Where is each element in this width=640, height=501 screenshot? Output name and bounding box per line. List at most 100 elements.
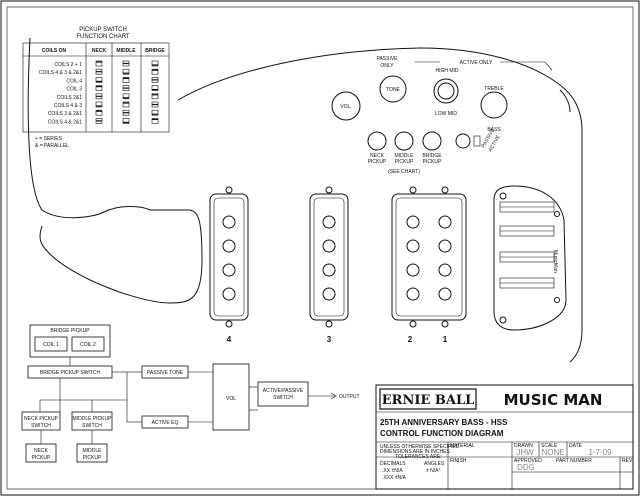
neck-pickup-switch[interactable] — [367, 131, 387, 151]
brand-logo-music-man: MUSIC MAN — [504, 391, 603, 409]
bridge-switch-label-2: PICKUP — [423, 159, 442, 165]
coil2-box — [71, 336, 105, 352]
finish-label: FINISH — [450, 458, 467, 464]
notes-line-1: UNLESS OTHERWISE SPECIFIED — [380, 444, 460, 450]
passive-active-switch[interactable] — [455, 133, 471, 149]
scale-value: NONE — [541, 448, 564, 457]
approved-label: APPROVED — [514, 458, 542, 464]
drawn-value: JHW — [516, 448, 534, 457]
bridge-switch-label-1: BRIDGE — [422, 153, 442, 159]
drawing-title-2: CONTROL FUNCTION DIAGRAM — [380, 429, 504, 438]
chart-switch-position-icon — [122, 93, 130, 100]
treble-bass-knob[interactable] — [480, 91, 508, 119]
pickup-4 — [209, 186, 249, 328]
chart-title-1: PICKUP SWITCH — [79, 27, 127, 33]
pickup-3 — [309, 186, 349, 328]
chart-title-2: FUNCTION CHART — [76, 34, 130, 40]
bridge-pickup-switch[interactable] — [422, 131, 442, 151]
bass-label: BASS — [487, 127, 501, 133]
angles-label: ANGLES — [424, 461, 445, 467]
chart-switch-position-icon — [151, 118, 159, 124]
middle-pickup-box-label-1: MIDDLE — [83, 448, 103, 454]
chart-row-label: COILS 4 & 2&1 — [48, 119, 82, 125]
brand-logo-ernie-ball: ERNIE BALL — [382, 393, 474, 408]
pickup-label-1: 1 — [443, 335, 448, 344]
tolerance-xx: .XX ±N/A — [382, 468, 403, 474]
middle-pickup-box — [76, 443, 108, 463]
middle-pickup-switch[interactable] — [394, 131, 414, 151]
active-eq-label: ACTIVE EQ — [152, 420, 179, 426]
brand-logo-box — [379, 388, 477, 410]
neck-switch-label-2: PICKUP — [368, 159, 387, 165]
chart-switch-position-icon — [95, 109, 103, 116]
chart-switch-position-icon — [122, 77, 130, 83]
chart-table — [22, 42, 170, 133]
chart-switch-position-icon — [151, 109, 159, 116]
date-label: DATE — [569, 443, 583, 449]
chart-switch-position-icon — [95, 85, 103, 91]
scale-label: SCALE — [541, 443, 558, 449]
notes-line-2: DIMENSIONS ARE IN INCHES — [380, 449, 450, 455]
chart-row-label: COILS 2 + 1 — [54, 62, 82, 68]
chart-header-neck: NECK — [92, 48, 107, 54]
active-only-label: ACTIVE ONLY — [460, 60, 493, 66]
active-passive-switch-box — [257, 381, 309, 407]
chart-row-label: COIL 4 — [66, 78, 82, 84]
material-label: MATERIAL — [450, 443, 475, 449]
drawing-title-1: 25TH ANNIVERSARY BASS - HSS — [380, 418, 508, 427]
chart-header-bridge: BRIDGE — [145, 48, 165, 54]
neck-pickup-box — [25, 443, 57, 463]
chart-row-label: COILS 2&1 — [57, 95, 83, 101]
controls: PASSIVE ONLY ACTIVE ONLY VOL. TONE HIGH … — [331, 56, 553, 175]
chart-header-coils: COILS ON — [42, 48, 67, 54]
coil1-label: COIL 1 — [43, 342, 59, 348]
chart-switch-position-icon — [151, 93, 159, 100]
tolerance-xxx: .XXX ±N/A — [382, 475, 407, 481]
coil1-box — [34, 336, 68, 352]
chart-row-label: COILS 3 & 2&1 — [48, 111, 82, 117]
tone-knob[interactable] — [379, 75, 407, 103]
block-diagram: BRIDGE PICKUP COIL 1 COIL 2 BRIDGE PICKU… — [21, 324, 360, 463]
bridge-switch-label: BRIDGE PICKUP SWITCH — [40, 370, 101, 376]
bass-bridge: MusicMan — [493, 185, 567, 331]
rev-label: REV — [622, 458, 633, 464]
title-block: ERNIE BALL MUSIC MAN 25TH ANNIVERSARY BA… — [375, 384, 634, 490]
chart-switch-position-icon — [122, 118, 130, 124]
chart-row-label: COILS 4 & 3 — [54, 103, 82, 109]
passive-only-label-2: ONLY — [380, 63, 394, 69]
neck-pickup-box-label-1: NECK — [34, 448, 49, 454]
pickups: 4 3 2 1 MusicMan — [209, 185, 567, 344]
passive-tone-label: PASSIVE TONE — [147, 370, 184, 376]
treble-label: TREBLE — [484, 86, 504, 92]
pickup-label-4: 4 — [227, 335, 232, 344]
chart-switch-position-icon — [151, 85, 159, 91]
decimals-label: DECIMALS — [380, 461, 406, 467]
see-chart-label: (SEE CHART) — [388, 169, 420, 175]
neck-pickup-box-label-2: PICKUP — [32, 455, 51, 461]
volume-knob-label: VOL. — [340, 104, 351, 110]
volume-knob[interactable] — [331, 91, 361, 121]
middle-switch-label-1: MIDDLE — [395, 153, 415, 159]
approved-value: DDG — [517, 463, 535, 472]
chart-switch-position-icon — [95, 101, 103, 108]
inner-border — [6, 6, 634, 490]
chart-row-label: COIL 3 — [66, 87, 82, 93]
neck-switch-label-1: NECK — [370, 153, 385, 159]
mid-eq-knob-outer[interactable] — [433, 78, 459, 104]
tone-knob-label: TONE — [386, 87, 400, 93]
chart-switch-position-icon — [95, 77, 103, 83]
mid-eq-knob-inner[interactable] — [437, 82, 455, 100]
active-passive-label-2: SWITCH — [273, 395, 293, 401]
chart-switch-position-icon — [151, 68, 159, 75]
passive-only-label-1: PASSIVE — [376, 56, 398, 62]
legend-series: + = SERIES — [35, 136, 63, 142]
tolerance-angles: ± N/A° — [426, 468, 440, 474]
chart-header-middle: MIDDLE — [116, 48, 136, 54]
chart-switch-position-icon — [122, 101, 130, 108]
bridge-pickup-label: BRIDGE PICKUP — [50, 328, 90, 334]
low-mid-label: LOW MID — [435, 111, 457, 117]
pickup-humbucker-2-1 — [391, 186, 467, 328]
